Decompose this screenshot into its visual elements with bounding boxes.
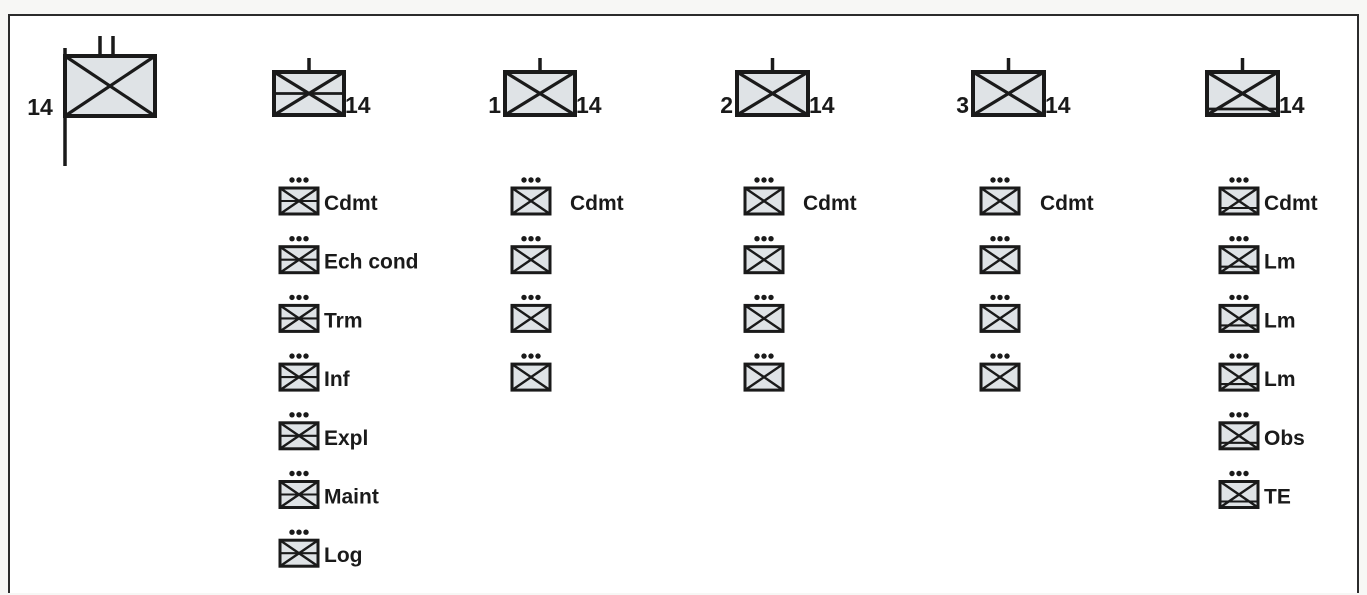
unit-label: Ech cond xyxy=(324,251,419,274)
headquarters-symbol: 14 xyxy=(27,36,157,166)
unit-label: Lm xyxy=(1264,251,1296,274)
unit-symbol: Lm xyxy=(1218,294,1296,333)
unit-symbol: Cdmt xyxy=(1218,177,1318,216)
unit-symbol: Ech cond xyxy=(278,236,419,275)
unit-symbol: TE xyxy=(1218,470,1291,509)
unit-symbol: Cdmt xyxy=(979,177,1094,216)
column-prefix: 2 xyxy=(720,92,733,118)
unit-label: Lm xyxy=(1264,309,1296,332)
unit-symbol: Trm xyxy=(278,294,363,333)
unit-label: TE xyxy=(1264,486,1291,509)
unit-label: Lm xyxy=(1264,368,1296,391)
unit-symbol xyxy=(979,294,1021,333)
unit-label: Obs xyxy=(1264,427,1305,450)
unit-label: Expl xyxy=(324,427,368,450)
column-prefix: 3 xyxy=(956,92,969,118)
unit-label: Log xyxy=(324,544,362,567)
unit-symbol: Cdmt xyxy=(510,177,624,216)
column-prefix: 1 xyxy=(488,92,501,118)
unit-symbol: Log xyxy=(278,529,362,568)
column-header-symbol: 2 14 xyxy=(720,58,835,118)
unit-symbol xyxy=(743,353,785,392)
unit-symbol: Cdmt xyxy=(743,177,857,216)
unit-label: Cdmt xyxy=(803,192,857,215)
unit-label: Cdmt xyxy=(1264,192,1318,215)
unit-symbol: Inf xyxy=(278,353,351,392)
unit-symbol xyxy=(510,236,552,275)
headquarters-designation: 14 xyxy=(27,94,53,120)
unit-symbol: Expl xyxy=(278,412,368,451)
unit-symbol xyxy=(743,294,785,333)
unit-symbol xyxy=(979,236,1021,275)
unit-symbol: Obs xyxy=(1218,412,1305,451)
column-suffix: 14 xyxy=(809,92,835,118)
unit-label: Trm xyxy=(324,309,363,332)
unit-label: Cdmt xyxy=(570,192,624,215)
column-header-symbol: 14 xyxy=(1205,58,1305,118)
unit-symbol xyxy=(510,353,552,392)
column-suffix: 14 xyxy=(345,92,371,118)
unit-symbol xyxy=(510,294,552,333)
column-suffix: 14 xyxy=(1045,92,1071,118)
unit-symbol: Lm xyxy=(1218,353,1296,392)
column-suffix: 14 xyxy=(576,92,602,118)
unit-label: Maint xyxy=(324,486,379,509)
column-suffix: 14 xyxy=(1279,92,1305,118)
unit-label: Cdmt xyxy=(1040,192,1094,215)
unit-label: Inf xyxy=(324,368,351,391)
unit-symbol: Maint xyxy=(278,470,379,509)
unit-symbol xyxy=(979,353,1021,392)
unit-symbol: Lm xyxy=(1218,236,1296,275)
column-header-symbol: 14 xyxy=(272,58,371,118)
unit-symbol xyxy=(743,236,785,275)
column-header-symbol: 1 14 xyxy=(488,58,602,118)
column-header-symbol: 3 14 xyxy=(956,58,1071,118)
unit-symbol: Cdmt xyxy=(278,177,378,216)
unit-label: Cdmt xyxy=(324,192,378,215)
